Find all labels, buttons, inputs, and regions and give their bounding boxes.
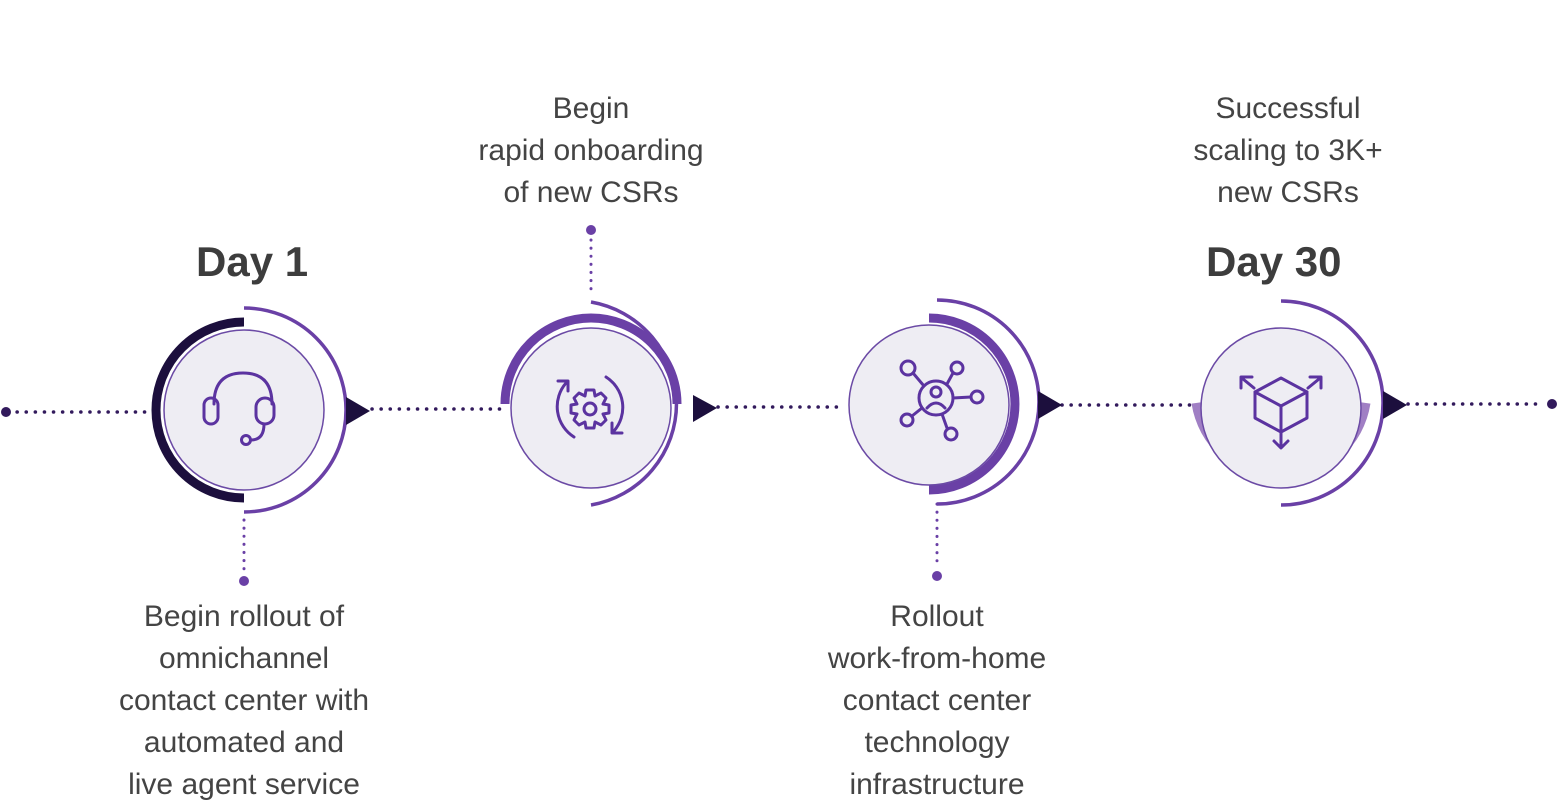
- milestone-2-label-line: Begin: [552, 92, 630, 125]
- milestone-3-label-line: technology: [864, 726, 1010, 759]
- milestone-4-label-line: scaling to 3K+: [1193, 134, 1383, 167]
- milestone-2-circle: [510, 327, 672, 489]
- milestone-3-node: [848, 298, 1062, 506]
- scaling-box-icon: [1239, 375, 1323, 450]
- milestone-1-label-line: Begin rollout of: [143, 600, 345, 633]
- timeline-end-dot: [1547, 399, 1557, 409]
- milestone-2-node: [500, 300, 717, 507]
- gear-cycle-icon: [555, 375, 625, 439]
- leader-dot-milestone-1: [239, 576, 249, 586]
- milestone-1-outer-arc: [243, 306, 348, 514]
- milestone-4-label-line: Successful: [1215, 92, 1361, 125]
- milestone-4-label: Successful scaling to 3K+ new CSRs: [1108, 88, 1468, 214]
- milestone-3-inner-arc: [928, 313, 1020, 495]
- milestone-3-label-line: contact center: [842, 684, 1032, 717]
- headset-icon: [202, 371, 276, 446]
- milestone-3-label: Rollout work-from-home contact center te…: [737, 596, 1137, 806]
- milestone-1-arrowhead: [346, 397, 370, 425]
- milestone-1-label-line: contact center with: [118, 684, 370, 717]
- milestone-1-label-line: live agent service: [128, 768, 360, 801]
- milestone-1-node: [151, 306, 370, 514]
- milestone-4-node: [1191, 299, 1407, 507]
- milestone-3-label-line: infrastructure: [849, 768, 1025, 801]
- milestone-3-label-line: Rollout: [890, 600, 984, 633]
- milestone-2-label: Begin rapid onboarding of new CSRs: [411, 88, 771, 214]
- milestone-4-arrowhead: [1383, 391, 1407, 419]
- leader-dot-milestone-3: [932, 571, 942, 581]
- milestone-1-circle: [163, 329, 325, 491]
- milestone-2-label-line: of new CSRs: [503, 176, 679, 209]
- milestone-1-label-line: automated and: [143, 726, 345, 759]
- network-user-icon: [899, 359, 985, 442]
- leader-dot-milestone-2: [586, 225, 596, 235]
- milestone-1-inner-arc: [151, 317, 245, 503]
- milestone-3-label-line: work-from-home: [827, 642, 1047, 675]
- milestone-4-outer-arc: [1280, 299, 1385, 507]
- heading-day-1: Day 1: [196, 238, 309, 285]
- milestone-1-label: Begin rollout of omnichannel contact cen…: [44, 596, 444, 806]
- timeline-connectors: [6, 402, 1544, 414]
- milestone-1-label-line: omnichannel: [158, 642, 330, 675]
- milestone-2-inner-arc: [500, 313, 682, 405]
- milestone-2-label-line: rapid onboarding: [478, 134, 704, 167]
- milestone-4-label-line: new CSRs: [1217, 176, 1359, 209]
- milestone-3-arrowhead: [1038, 391, 1062, 419]
- heading-day-30: Day 30: [1206, 238, 1342, 285]
- milestone-2-arrowhead: [693, 395, 717, 422]
- label-leaders: [242, 238, 939, 574]
- timeline-start-dot: [1, 407, 11, 417]
